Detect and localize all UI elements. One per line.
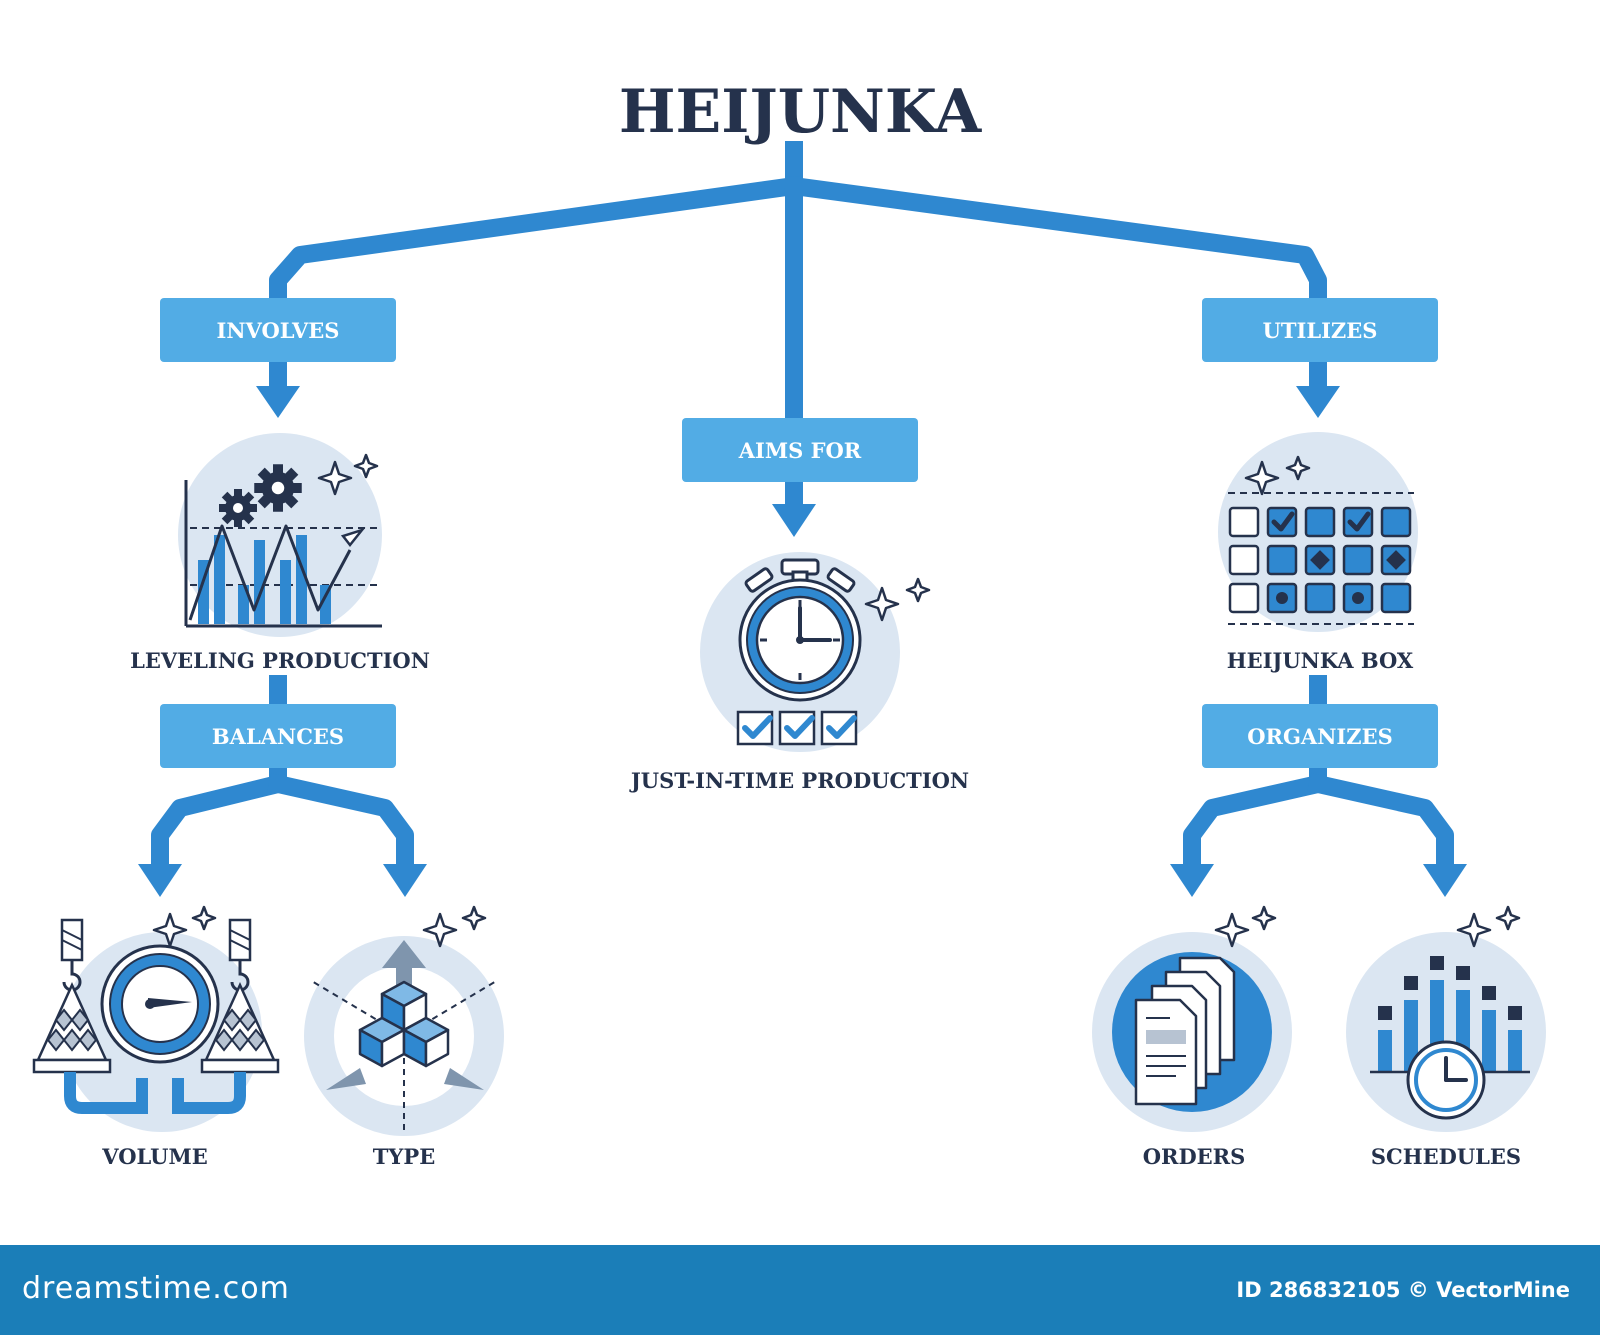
scale-gauge-icon [32, 905, 280, 1132]
leveling-chart-gears-icon [178, 433, 382, 637]
leveling-production-label: LEVELING PRODUCTION [130, 648, 430, 673]
volume-label: VOLUME [101, 1144, 207, 1169]
bar-chart-clock-icon [1346, 905, 1546, 1132]
cube-stack-icon [304, 905, 504, 1136]
orders-label: ORDERS [1143, 1144, 1246, 1169]
balances-label: BALANCES [212, 724, 344, 749]
footer-brand: dreamstime.com [22, 1271, 290, 1306]
footer-bar: dreamstime.com ID 286832105 © VectorMine [0, 1245, 1600, 1335]
involves-box: INVOLVES [160, 298, 396, 362]
heijunka-box-label: HEIJUNKA BOX [1227, 648, 1414, 673]
organizes-box: ORGANIZES [1202, 704, 1438, 768]
involves-label: INVOLVES [217, 318, 340, 343]
flow-connectors [151, 141, 1454, 877]
aims-for-label: AIMS FOR [738, 438, 862, 463]
balances-box: BALANCES [160, 704, 396, 768]
utilizes-label: UTILIZES [1263, 318, 1378, 343]
scheduling-grid-icon [1218, 432, 1418, 632]
just-in-time-label: JUST-IN-TIME PRODUCTION [629, 768, 969, 793]
diagram-title: HEIJUNKA [619, 77, 983, 147]
stopwatch-checklist-icon [700, 552, 931, 752]
documents-stack-icon [1092, 905, 1292, 1132]
footer-image-id: ID 286832105 © VectorMine [1236, 1278, 1570, 1302]
schedules-label: SCHEDULES [1371, 1144, 1521, 1169]
organizes-label: ORGANIZES [1247, 724, 1393, 749]
utilizes-box: UTILIZES [1202, 298, 1438, 362]
flow-arrowheads [138, 386, 1467, 897]
type-label: TYPE [373, 1144, 435, 1169]
aims-for-box: AIMS FOR [682, 418, 918, 482]
